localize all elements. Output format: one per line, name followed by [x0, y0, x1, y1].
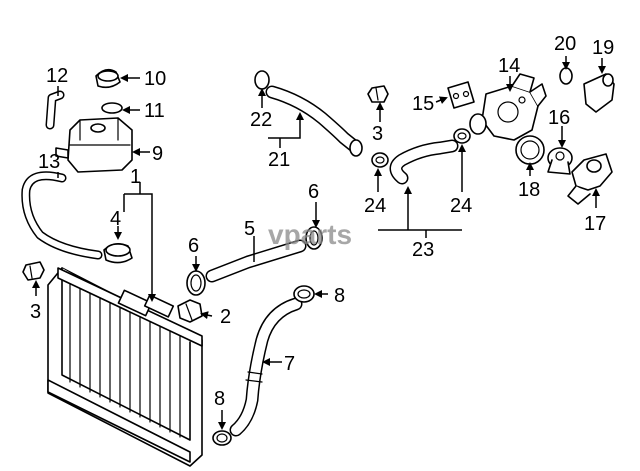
callout-3-center: 3: [372, 123, 383, 145]
callout-20: 20: [554, 33, 576, 55]
small-hose-12: [45, 90, 65, 130]
hose-clamp-6-left: [186, 270, 206, 296]
overflow-hose: [21, 171, 103, 260]
callout-11: 11: [144, 100, 165, 122]
outlet-fitting: [583, 73, 615, 113]
pipe-o-ring: [254, 70, 270, 90]
callout-24-right: 24: [450, 195, 472, 217]
callout-15: 15: [412, 93, 434, 115]
drain-plug: [177, 299, 203, 323]
callout-18: 18: [518, 179, 540, 201]
callout-13: 13: [38, 151, 60, 173]
coolant-pipe: [265, 85, 363, 157]
callout-6-left: 6: [188, 235, 199, 257]
callout-17: 17: [584, 213, 606, 235]
upper-radiator-hose: [205, 239, 307, 283]
hose-clamp-24-left: [371, 152, 389, 168]
housing-gasket: [447, 81, 475, 109]
hose-clamp-8-upper: [293, 285, 315, 303]
bypass-hose: [389, 139, 459, 185]
radiator: [47, 267, 203, 467]
fitting-o-ring: [559, 67, 573, 85]
hose-clamp-8-lower: [212, 430, 232, 446]
cap-o-ring: [101, 102, 123, 114]
callout-12: 12: [46, 65, 68, 87]
callout-7: 7: [284, 353, 295, 375]
water-outlet-housing: [469, 73, 547, 141]
callout-2: 2: [220, 306, 231, 328]
callout-8-upper: 8: [334, 285, 345, 307]
callout-16: 16: [548, 107, 570, 129]
thermostat-gasket: [515, 135, 545, 165]
bleed-plug-3-center: [367, 85, 389, 103]
callout-23: 23: [412, 239, 434, 261]
callout-14: 14: [498, 55, 520, 77]
thermostat-housing: [567, 153, 613, 205]
radiator-cap: [103, 242, 133, 264]
coolant-reservoir: [55, 117, 133, 173]
callout-24-left: 24: [364, 195, 386, 217]
reservoir-cap: [95, 68, 121, 89]
callout-10: 10: [144, 68, 166, 90]
callout-8-lower: 8: [214, 388, 225, 410]
callout-9: 9: [152, 143, 163, 165]
bleed-plug-3-left: [22, 261, 45, 281]
thermostat: [547, 147, 573, 175]
callout-1: 1: [130, 166, 141, 188]
callout-19: 19: [592, 37, 614, 59]
callout-3-left: 3: [30, 301, 41, 323]
hose-clamp-24-right: [453, 128, 471, 144]
callout-6-right: 6: [308, 181, 319, 203]
watermark: vparts: [268, 219, 352, 250]
callout-21: 21: [268, 149, 290, 171]
leader-lines: [32, 56, 606, 430]
callout-5: 5: [244, 218, 255, 240]
callout-22: 22: [250, 109, 272, 131]
lower-radiator-hose: [229, 297, 303, 437]
callout-4: 4: [110, 208, 121, 230]
